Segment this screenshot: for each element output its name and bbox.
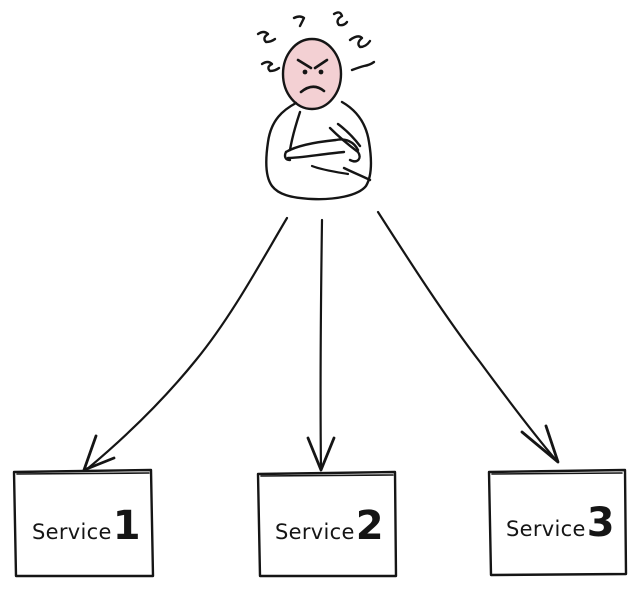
- service-2-number: 2: [355, 503, 384, 549]
- service-2-word: Service: [275, 520, 355, 544]
- arrow-to-service-3: [376, 210, 560, 464]
- angry-person-icon: [256, 11, 376, 201]
- face: [281, 37, 343, 111]
- service-box-2: [256, 470, 398, 578]
- service-3-label: Service 3: [506, 503, 615, 543]
- service-3-word: Service: [506, 517, 586, 541]
- service-2-label: Service 2: [275, 506, 384, 546]
- service-3-number: 3: [586, 500, 615, 546]
- service-1-number: 1: [112, 503, 141, 549]
- arrow-to-service-1: [82, 216, 289, 472]
- service-1-word: Service: [32, 520, 112, 544]
- service-1-label: Service 1: [32, 506, 141, 546]
- frustration-squiggles-icon: [256, 11, 376, 73]
- arrow-to-service-2: [306, 218, 336, 472]
- service-box-3: [487, 468, 628, 577]
- service-box-1: [12, 468, 155, 578]
